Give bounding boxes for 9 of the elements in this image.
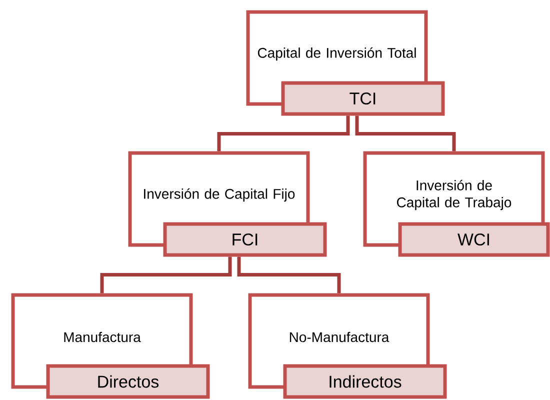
code-tab: FCI xyxy=(163,222,327,257)
code-tab: TCI xyxy=(281,81,445,116)
connector xyxy=(100,256,232,294)
connector xyxy=(217,116,350,152)
code-tab: WCI xyxy=(398,222,550,257)
connector xyxy=(237,256,341,294)
code-tab: Directos xyxy=(46,364,210,399)
connector xyxy=(355,116,456,152)
code-tab: Indirectos xyxy=(283,364,447,399)
